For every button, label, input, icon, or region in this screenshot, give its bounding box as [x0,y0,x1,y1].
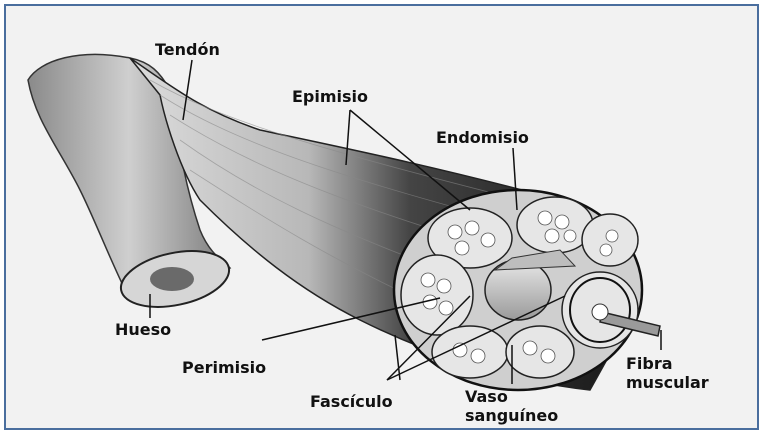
label-vaso-line1: Vaso [465,387,508,406]
label-epimisio: Epimisio [292,87,368,106]
label-fibra-line1: Fibra [626,354,673,373]
cross-section-shape [394,190,660,390]
label-fasciculo: Fascículo [310,392,393,411]
label-perimisio: Perimisio [182,358,266,377]
label-endomisio: Endomisio [436,128,529,147]
label-vaso-line2: sanguíneo [465,406,558,425]
label-hueso: Hueso [115,320,171,339]
label-fibra-line2: muscular [626,373,709,392]
label-tendon: Tendón [155,40,220,59]
